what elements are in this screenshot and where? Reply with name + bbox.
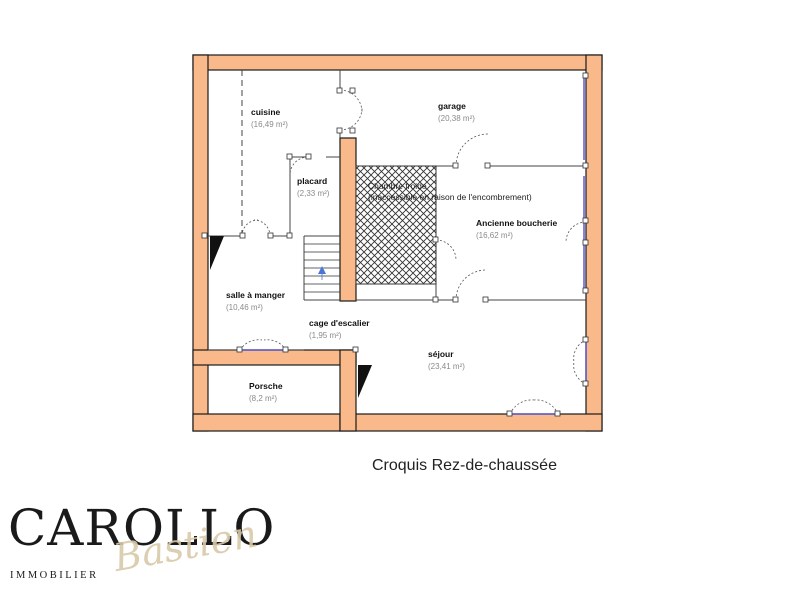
room-area-salle-a-manger: (10,46 m²) (226, 303, 263, 312)
note-chambre-froide-title: Chambre froide (368, 181, 427, 191)
room-area-garage: (20,38 m²) (438, 114, 475, 123)
room-area-ancienne-boucherie: (16,62 m²) (476, 231, 513, 240)
corner-marker-icon (358, 365, 372, 398)
room-label-placard: placard (297, 176, 327, 186)
room-area-cage-escalier: (1,95 m²) (309, 331, 342, 340)
room-label-ancienne-boucherie: Ancienne boucherie (476, 218, 558, 228)
walls (192, 54, 603, 432)
note-chambre-froide-detail: (inaccessible en raison de l'encombremen… (368, 192, 532, 202)
stair-arrow-icon (318, 266, 326, 274)
wall-left (192, 54, 209, 432)
wall-top (192, 54, 603, 71)
room-area-porsche: (8,2 m²) (249, 394, 277, 403)
room-area-cuisine: (16,49 m²) (251, 120, 288, 129)
agency-logo-subtitle: IMMOBILIER (10, 570, 99, 581)
wall-porsche-top (192, 349, 357, 366)
wall-bottom-left (192, 413, 341, 432)
wall-right (585, 54, 603, 432)
room-label-salle-a-manger: salle à manger (226, 290, 286, 300)
wall-bottom-right (339, 413, 603, 432)
windows (240, 76, 587, 415)
agency-logo-name: CAROLLO (8, 499, 276, 557)
room-label-porsche: Porsche (249, 381, 283, 391)
plan-caption: Croquis Rez-de-chaussée (372, 457, 557, 474)
room-area-sejour: (23,41 m²) (428, 362, 465, 371)
door-hinges (201, 72, 589, 417)
chambre-froide-area (355, 165, 437, 285)
wall-center-vertical (339, 137, 357, 302)
room-label-cuisine: cuisine (251, 107, 281, 117)
room-label-cage-escalier: cage d'escalier (309, 318, 370, 328)
wall-porsche-right (339, 349, 357, 432)
door-swings (239, 89, 587, 415)
staircase (304, 243, 340, 293)
corner-marker-icon (210, 236, 224, 270)
room-label-garage: garage (438, 101, 466, 111)
room-label-sejour: séjour (428, 349, 454, 359)
room-area-placard: (2,33 m²) (297, 189, 330, 198)
